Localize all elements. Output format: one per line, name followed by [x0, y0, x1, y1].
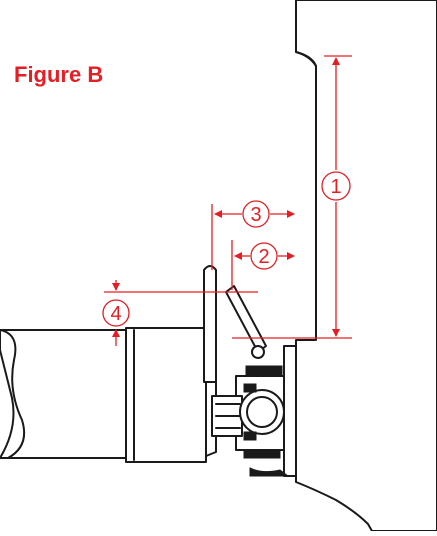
dimension-1: 1: [232, 55, 352, 339]
vertical-post: [295, 0, 437, 532]
horizontal-arm: [0, 327, 217, 463]
dimension-4: 4: [102, 280, 258, 346]
dimension-2: 2: [231, 240, 295, 290]
release-lever: [225, 285, 267, 359]
label-1: 1: [330, 176, 341, 198]
dimension-3: 3: [211, 200, 295, 270]
figure-title: Figure B: [14, 62, 104, 87]
clamp-assembly: [211, 345, 297, 477]
label-2: 2: [258, 246, 269, 268]
label-4: 4: [110, 303, 121, 325]
label-3: 3: [250, 204, 261, 226]
vertical-rod: [203, 265, 217, 383]
